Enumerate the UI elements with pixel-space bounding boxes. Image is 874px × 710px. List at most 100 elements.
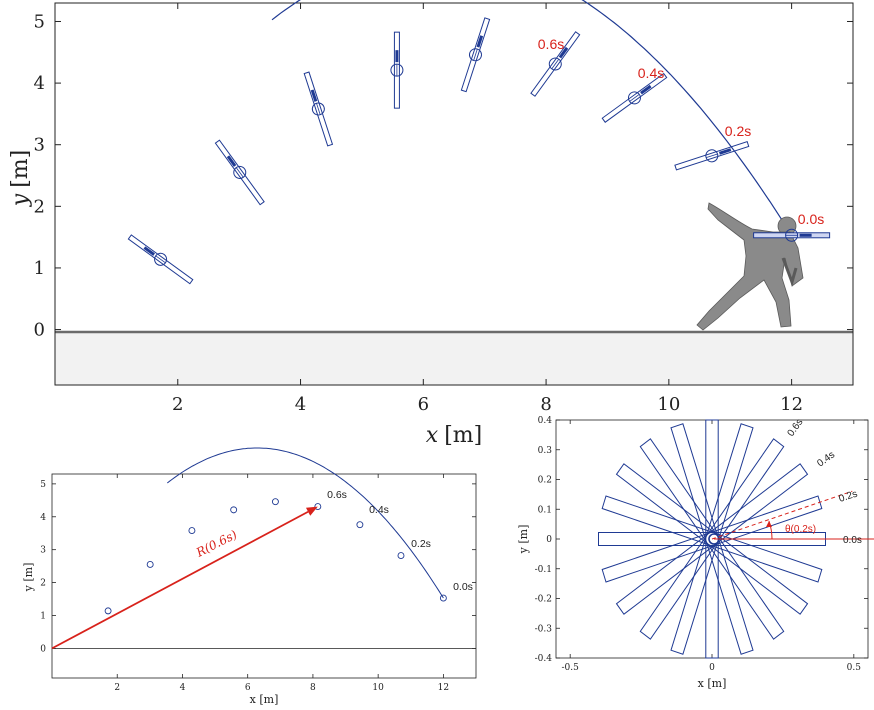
javelin-body: [303, 71, 334, 147]
angle-label: θ(0.2s): [785, 524, 816, 535]
javelin-mark: [530, 31, 581, 97]
y-tick-label: 5: [40, 480, 46, 490]
javelin-body: [674, 141, 750, 171]
trajectory-marks: [127, 17, 831, 285]
x-tick-label: 6: [245, 683, 251, 693]
data-point: [188, 527, 196, 535]
javelin-grip: [558, 46, 569, 59]
y-tick-label: 2: [34, 196, 45, 217]
y-tick-label: 4: [34, 73, 45, 94]
y-tick-label: -0.4: [535, 654, 553, 664]
y-tick-label: 0: [40, 644, 46, 654]
javelin-body: [127, 234, 194, 285]
marker-crosshair: [473, 48, 478, 61]
rotated-bar: [615, 463, 809, 615]
javelin-body: [601, 72, 668, 123]
javelin-grip: [476, 35, 484, 48]
data-point: [314, 503, 322, 511]
x-tick-label: 2: [172, 394, 183, 415]
y-tick-label: 2: [40, 579, 46, 589]
javelin-mark: [753, 228, 831, 242]
marker-crosshair: [705, 153, 718, 159]
rotated-bar: [601, 495, 823, 583]
javelin-body: [530, 31, 581, 97]
y-tick-label: 1: [40, 611, 46, 621]
x-axis-label: x [m]: [698, 677, 727, 690]
javelin-mark: [601, 72, 668, 123]
angle-arc-arrowhead: [766, 521, 772, 527]
x-tick-label: 10: [657, 394, 680, 415]
data-point: [397, 552, 405, 560]
data-point: [271, 498, 279, 506]
time-label-0-4s: 0.4s: [638, 65, 664, 81]
x-tick-label: 0.5: [847, 663, 862, 673]
data-point: [104, 607, 112, 615]
trajectory-curve: [166, 447, 444, 599]
center-of-mass-marker: [627, 91, 641, 105]
thrower-figure: [696, 202, 804, 331]
javelin-mark: [214, 139, 265, 206]
x-axis-var: x: [426, 423, 439, 448]
time-label-0-4s: 0.4s: [369, 504, 389, 516]
data-point: [356, 521, 364, 529]
javelin-grip: [226, 155, 237, 167]
y-tick-label: 0: [34, 320, 45, 341]
plot-frame: [54, 2, 854, 386]
marker-crosshair: [551, 58, 560, 70]
javelin-grip: [143, 246, 155, 256]
time-label-0-0s: 0.0s: [453, 581, 473, 593]
y-axis-label: y [m]: [517, 525, 530, 555]
x-tick-label: 4: [295, 394, 306, 415]
time-label-0-6s: 0.6s: [327, 489, 347, 501]
y-tick-label: 0.1: [538, 505, 552, 515]
javelin-grip: [310, 89, 318, 102]
y-tick-label: 5: [34, 11, 45, 32]
x-tick-label: 10: [372, 683, 384, 693]
time-label-0-0s: 0.0s: [798, 211, 824, 227]
y-tick-label: 0.4: [538, 416, 553, 426]
rotated-bar: [670, 423, 754, 655]
marker-crosshair: [316, 103, 321, 115]
javelin-body: [460, 17, 491, 93]
plot-frame: [51, 473, 477, 679]
x-tick-label: 12: [780, 394, 803, 415]
x-tick-label: 12: [438, 683, 449, 693]
ground-fill: [55, 333, 853, 385]
y-tick-label: 0.2: [538, 476, 552, 486]
y-tick-label: -0.1: [535, 565, 552, 575]
x-axis-label: x[m]: [426, 423, 482, 448]
data-point: [439, 594, 447, 602]
rotated-bar: [639, 438, 785, 640]
javelin-mark: [390, 31, 404, 109]
time-label-0-2s: 0.2s: [725, 123, 751, 139]
position-vector-label: R(0.6s): [193, 527, 239, 560]
y-tick-label: 0.3: [538, 446, 553, 456]
x-axis-label: x [m]: [250, 693, 279, 706]
y-tick-label: 3: [40, 546, 46, 556]
center-of-mass-marker: [548, 57, 562, 71]
y-axis-unit: [m]: [8, 150, 33, 188]
bar-label-0-2s: 0.2s: [838, 489, 859, 505]
x-tick-label: -0.5: [562, 663, 580, 673]
data-point: [146, 561, 154, 568]
javelin-mark: [303, 71, 334, 147]
rotated-bar: [705, 419, 719, 659]
rotated-bar: [615, 463, 809, 615]
bar-label-0-0s: 0.0s: [843, 535, 862, 546]
time-label-0-6s: 0.6s: [538, 36, 564, 52]
bar-label-0-4s: 0.4s: [815, 449, 837, 469]
y-tick-label: -0.3: [535, 624, 553, 634]
javelin-body: [214, 139, 265, 206]
marker-crosshair: [629, 94, 640, 102]
rotated-bar: [639, 438, 785, 640]
javelin-mark: [127, 234, 194, 285]
x-tick-label: 2: [114, 683, 120, 693]
marker-crosshair: [235, 167, 244, 178]
rotating-bars: [598, 419, 826, 659]
y-tick-label: 0: [546, 535, 552, 545]
y-tick-label: -0.2: [535, 595, 552, 605]
